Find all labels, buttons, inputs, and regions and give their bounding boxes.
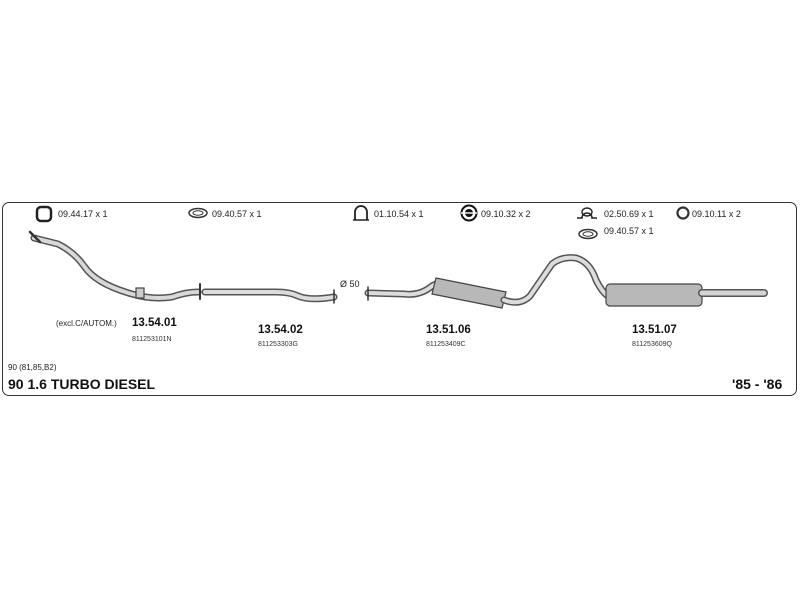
part-number: 13.54.01 [132,317,177,329]
rubber-ring-icon [676,206,690,220]
square-clamp-icon [35,205,53,223]
oem-number: 811253409C [426,341,466,348]
centre-silencer-drawing [364,254,612,309]
accessory-label: 09.40.57 x 1 [212,209,262,219]
pipe-diameter-label: Ø 50 [340,279,360,289]
accessory-label: 09.10.11 x 2 [692,209,741,219]
u-clamp-icon [353,205,369,221]
accessory-label: 09.10.32 x 2 [481,209,531,219]
bracket-clamp-icon [577,207,597,219]
accessory-label: 09.44.17 x 1 [58,209,108,219]
rear-silencer-drawing [605,283,768,307]
accessory-label: 09.40.57 x 1 [604,226,654,236]
accessory-label: 01.10.54 x 1 [374,209,424,219]
part-number: 13.54.02 [258,324,303,336]
oem-number: 811253303G [258,341,298,348]
accessory-label: 02.50.69 x 1 [604,209,654,219]
part-number: 13.51.06 [426,324,471,336]
part-note: (excl.C/AUTOM.) [56,319,117,328]
oem-number: 811253101N [132,336,172,343]
oem-number: 811253609Q [632,341,672,348]
middle-pipe-drawing [201,288,338,304]
model-title: 90 1.6 TURBO DIESEL [8,376,156,392]
variant-code: 90 (81,85,B2) [8,363,57,372]
front-pipe-drawing [28,230,202,302]
rubber-mount-icon [460,204,478,222]
part-number: 13.51.07 [632,324,677,336]
year-range: '85 - '86 [732,376,783,392]
ring-gasket-icon [578,228,598,240]
ring-gasket-icon [188,207,208,219]
